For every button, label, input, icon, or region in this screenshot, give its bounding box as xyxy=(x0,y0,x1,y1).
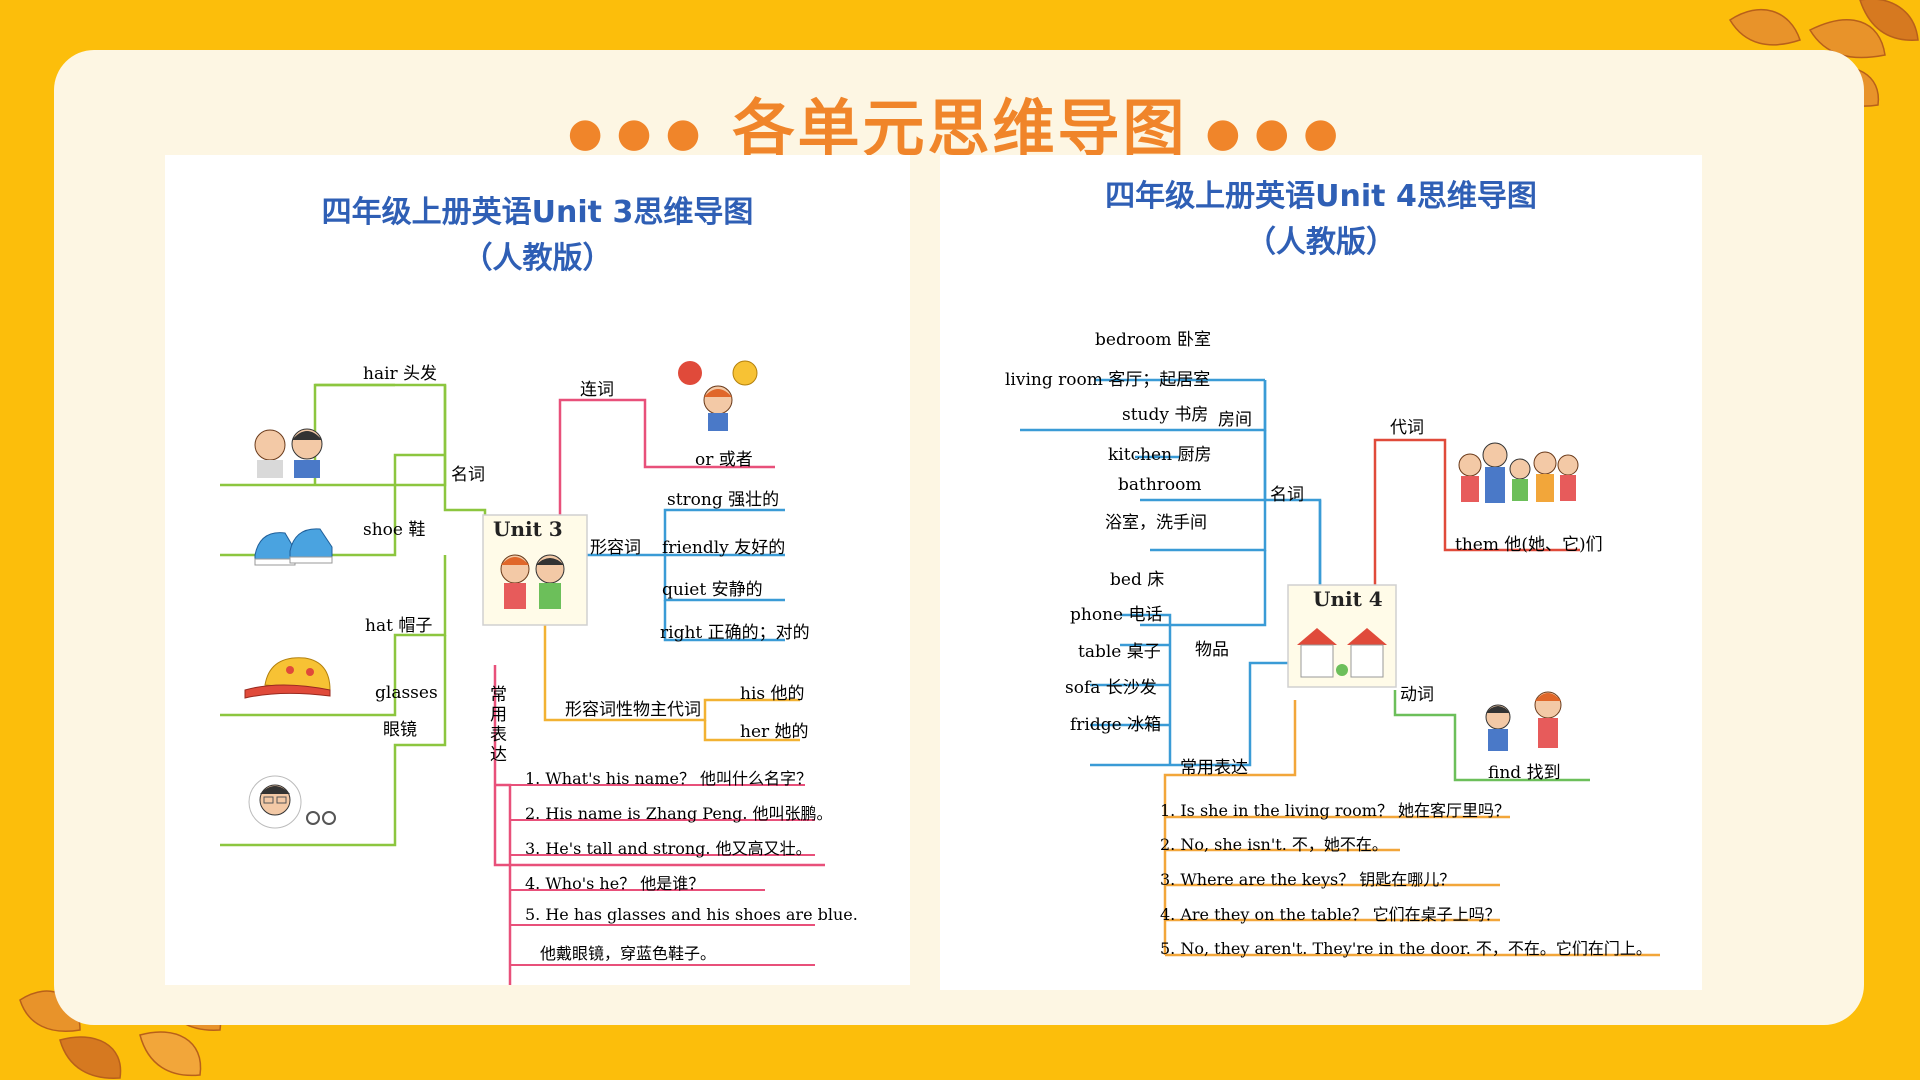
unit4-mindmap-panel: 四年级上册英语Unit 4思维导图 （人教版） xyxy=(940,155,1702,990)
thing-sofa: sofa 长沙发 xyxy=(1065,678,1157,698)
room-study: study 书房 xyxy=(1122,405,1209,425)
unit3-phrase-5: 5. He has glasses and his shoes are blue… xyxy=(525,905,858,924)
unit3-phrase-4: 4. Who's he？ 他是谁？ xyxy=(525,874,705,893)
noun-label: 名词 xyxy=(451,465,485,485)
noun-glasses-cn: 眼镜 xyxy=(383,720,417,740)
verb-find: find 找到 xyxy=(1488,763,1561,783)
room-bathroom: bathroom xyxy=(1118,475,1202,495)
thing-phone: phone 电话 xyxy=(1070,605,1163,625)
things-label: 物品 xyxy=(1195,640,1229,660)
pron-them: them 他(她、它)们 xyxy=(1455,535,1603,555)
slide-title: 各单元思维导图 xyxy=(732,92,1188,165)
unit3-phrase-1: 1. What's his name？ 他叫什么名字？ xyxy=(525,769,813,788)
unit3-mindmap xyxy=(220,383,825,985)
room-bathroom-cn: 浴室，洗手间 xyxy=(1105,513,1207,533)
room-kitchen: kitchen 厨房 xyxy=(1108,445,1212,465)
unit3-phrase-3: 3. He's tall and strong. 他又高又壮。 xyxy=(525,839,812,858)
poss-her: her 她的 xyxy=(740,722,809,742)
room-bedroom: bedroom 卧室 xyxy=(1095,330,1211,350)
unit4-phrase-4: 4. Are they on the table？ 它们在桌子上吗？ xyxy=(1160,905,1501,924)
unit4-center-label: Unit 4 xyxy=(1313,587,1383,611)
thing-bed: bed 床 xyxy=(1110,570,1165,590)
dots-right-icon: ●●● xyxy=(1205,109,1353,156)
unit4-phrase-1: 1. Is she in the living room？ 她在客厅里吗？ xyxy=(1160,801,1511,820)
poss-his: his 他的 xyxy=(740,684,805,704)
unit4-mindmap xyxy=(1020,378,1660,957)
thing-fridge: fridge 冰箱 xyxy=(1070,715,1162,735)
room-living-room: living room 客厅；起居室 xyxy=(1005,370,1211,390)
unit3-phrase-5-cn: 他戴眼镜，穿蓝色鞋子。 xyxy=(540,944,717,963)
conj-or: or 或者 xyxy=(695,450,753,470)
unit3-map-title: 四年级上册英语Unit 3思维导图 xyxy=(321,195,754,230)
kids-pair-icon xyxy=(500,554,565,609)
noun-label-unit4: 名词 xyxy=(1270,485,1304,505)
noun-hair: hair 头发 xyxy=(363,364,438,384)
rooms-label: 房间 xyxy=(1218,410,1252,430)
unit3-center-label: Unit 3 xyxy=(493,517,563,541)
unit3-map-subtitle: （人教版） xyxy=(462,241,613,276)
noun-glasses: glasses xyxy=(375,683,438,703)
adj-label: 形容词 xyxy=(590,538,641,558)
unit4-map-subtitle: （人教版） xyxy=(1246,225,1396,260)
slide-title-row: ●●● 各单元思维导图 ●●● xyxy=(0,78,1920,168)
noun-hat: hat 帽子 xyxy=(365,616,433,636)
sneakers-icon xyxy=(254,528,333,566)
unit4-phrase-3: 3. Where are the keys？ 钥匙在哪儿？ xyxy=(1160,870,1456,889)
two-boys-icon xyxy=(254,428,323,478)
boy-glasses-icon xyxy=(248,775,336,829)
dots-left-icon: ●●● xyxy=(567,109,715,156)
cap-hat-icon xyxy=(244,657,331,699)
houses-icon xyxy=(1297,628,1387,678)
adj-quiet: quiet 安静的 xyxy=(662,580,763,600)
poss-label: 形容词性物主代词 xyxy=(565,700,701,720)
kids-searching-icon xyxy=(1485,691,1562,751)
adj-friendly: friendly 友好的 xyxy=(662,538,786,558)
phrase-label-unit4: 常用表达 xyxy=(1180,758,1248,778)
unit4-phrase-2: 2. No, she isn't. 不，她不在。 xyxy=(1160,835,1388,854)
apples-girl-icon xyxy=(678,360,758,431)
unit3-mindmap-panel: 四年级上册英语Unit 3思维导图 （人教版） xyxy=(165,155,910,985)
adj-right: right 正确的；对的 xyxy=(660,623,810,643)
verb-label: 动词 xyxy=(1400,685,1434,705)
thing-table: table 桌子 xyxy=(1078,642,1161,662)
family-icon xyxy=(1458,442,1579,503)
noun-shoe: shoe 鞋 xyxy=(363,520,426,540)
unit4-map-title: 四年级上册英语Unit 4思维导图 xyxy=(1105,179,1537,214)
unit3-phrase-2: 2. His name is Zhang Peng. 他叫张鹏。 xyxy=(525,804,833,823)
pron-label: 代词 xyxy=(1390,418,1424,438)
conj-label: 连词 xyxy=(580,380,614,400)
phrase-label: 常用表达 xyxy=(490,685,507,765)
unit4-phrase-5: 5. No, they aren't. They're in the door.… xyxy=(1160,939,1652,958)
adj-strong: strong 强壮的 xyxy=(667,490,780,510)
